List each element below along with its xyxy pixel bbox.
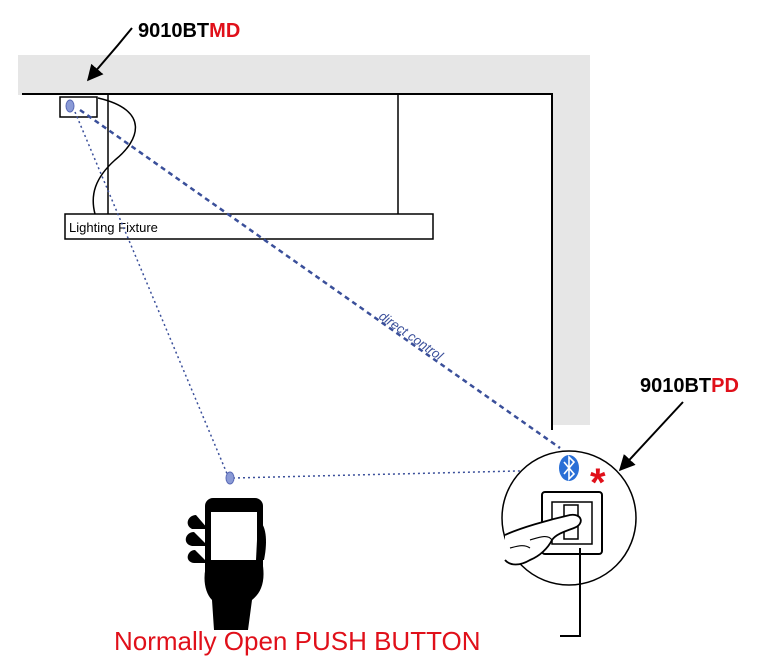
phone-to-md-line: [74, 111, 229, 477]
arrow-icon: [86, 27, 133, 82]
asterisk-icon: *: [590, 461, 606, 505]
smartphone-in-hand-icon: [185, 471, 266, 630]
fixture-cable: [92, 97, 137, 215]
motion-detector-md: [59, 96, 98, 118]
push-button-callout: Normally Open PUSH BUTTON: [114, 548, 581, 656]
wall-structure: [18, 55, 590, 430]
arrow-icon: [618, 401, 684, 472]
ceiling-band: [18, 55, 590, 95]
pd-model-label: 9010BTPD: [640, 375, 739, 397]
connections: direct control: [74, 108, 561, 479]
finger-pressing-switch-icon: [504, 513, 582, 566]
pd-callout: 9010BTPD: [618, 375, 739, 472]
direct-control-label: direct control: [376, 308, 446, 364]
right-wall-band: [552, 55, 590, 425]
ceiling-wall-line: [22, 93, 553, 430]
push-button-label: Normally Open PUSH BUTTON: [114, 626, 481, 656]
md-model-label: 9010BTMD: [138, 20, 240, 42]
phone-to-pd-line: [232, 469, 559, 479]
fixture-label: Lighting Fixture: [69, 220, 158, 235]
direct-control-line: [79, 108, 561, 450]
fixture-body: [64, 213, 434, 240]
bluetooth-icon: [65, 99, 75, 113]
md-callout: 9010BTMD: [86, 20, 240, 82]
bluetooth-icon: [559, 455, 579, 481]
push-button-detail: *: [501, 450, 637, 586]
bluetooth-icon: [225, 471, 235, 485]
leader-line: [560, 548, 581, 637]
lighting-fixture: Lighting Fixture: [64, 95, 434, 240]
